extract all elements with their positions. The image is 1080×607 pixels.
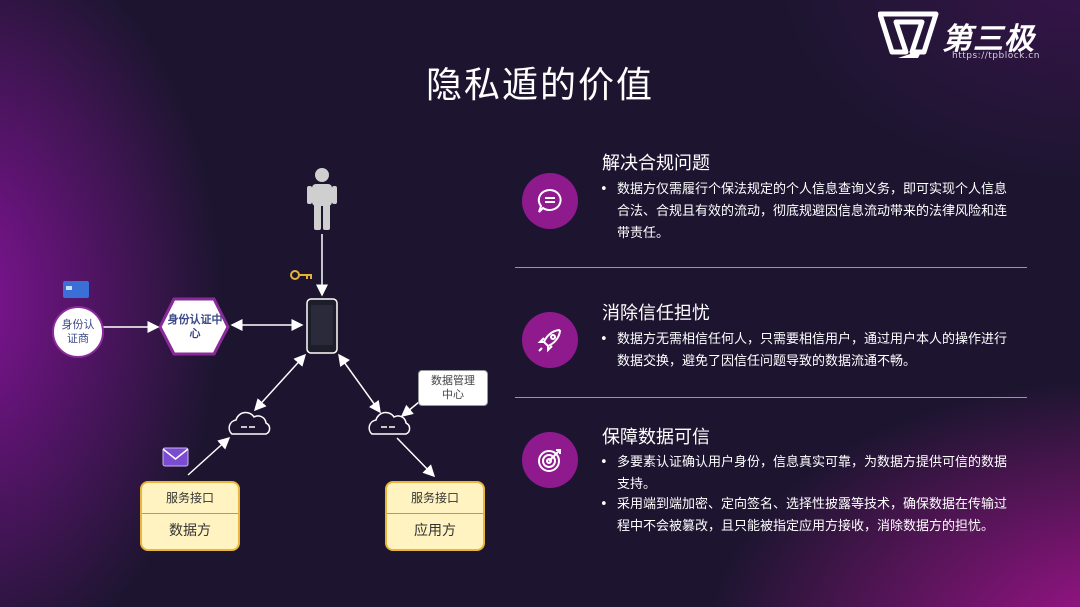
data-side-box: 服务接口 数据方 <box>140 481 240 551</box>
section-divider <box>515 267 1027 268</box>
section-title: 保障数据可信 <box>602 427 710 448</box>
target-icon <box>522 432 578 488</box>
chat-bubble-icon <box>522 173 578 229</box>
auth-center-hexagon <box>158 297 230 356</box>
app-side-interface: 服务接口 <box>387 483 483 514</box>
mail-icon <box>162 447 189 467</box>
rocket-icon <box>522 312 578 368</box>
logo-icon <box>878 11 939 58</box>
data-side-interface: 服务接口 <box>142 483 238 514</box>
cloud-link-icon <box>228 411 271 435</box>
logo-url: https://tpblock.cn <box>952 51 1040 61</box>
cloud-link-icon <box>368 411 411 435</box>
section-bullet: 采用端到端加密、定向签名、选择性披露等技术，确保数据在传输过程中不会被篡改，且只… <box>600 494 1017 538</box>
data-mgmt-center-label: 数据管理中心 <box>431 374 475 401</box>
section-bullet: 数据方无需相信任何人，只需要相信用户，通过用户本人的操作进行数据交换，避免了因信… <box>600 329 1017 373</box>
key-icon <box>290 270 312 280</box>
identity-provider-label: 身份认证商 <box>61 318 95 345</box>
phone-icon <box>306 298 338 354</box>
section-title: 解决合规问题 <box>602 153 710 174</box>
page-title: 隐私遁的价值 <box>425 65 654 106</box>
user-person-icon <box>307 168 337 230</box>
section-bullet: 数据方仅需履行个保法规定的个人信息查询义务，即可实现个人信息合法、合规且有效的流… <box>600 179 1017 245</box>
logo-brand: 第三极 <box>942 22 1035 57</box>
auth-center-label: 身份认证中心 <box>167 313 223 340</box>
app-side-box: 服务接口 应用方 <box>385 481 485 551</box>
data-side-name: 数据方 <box>169 523 211 539</box>
data-mgmt-center-node: 数据管理中心 <box>418 370 488 406</box>
flow-diagram <box>63 168 436 478</box>
id-card-icon <box>63 281 89 298</box>
app-side-name: 应用方 <box>414 523 456 539</box>
section-divider <box>515 397 1027 398</box>
identity-provider-node: 身份认证商 <box>52 306 104 358</box>
section-bullet: 多要素认证确认用户身份，信息真实可靠，为数据方提供可信的数据支持。 <box>600 452 1017 496</box>
section-title: 消除信任担忧 <box>602 303 710 324</box>
